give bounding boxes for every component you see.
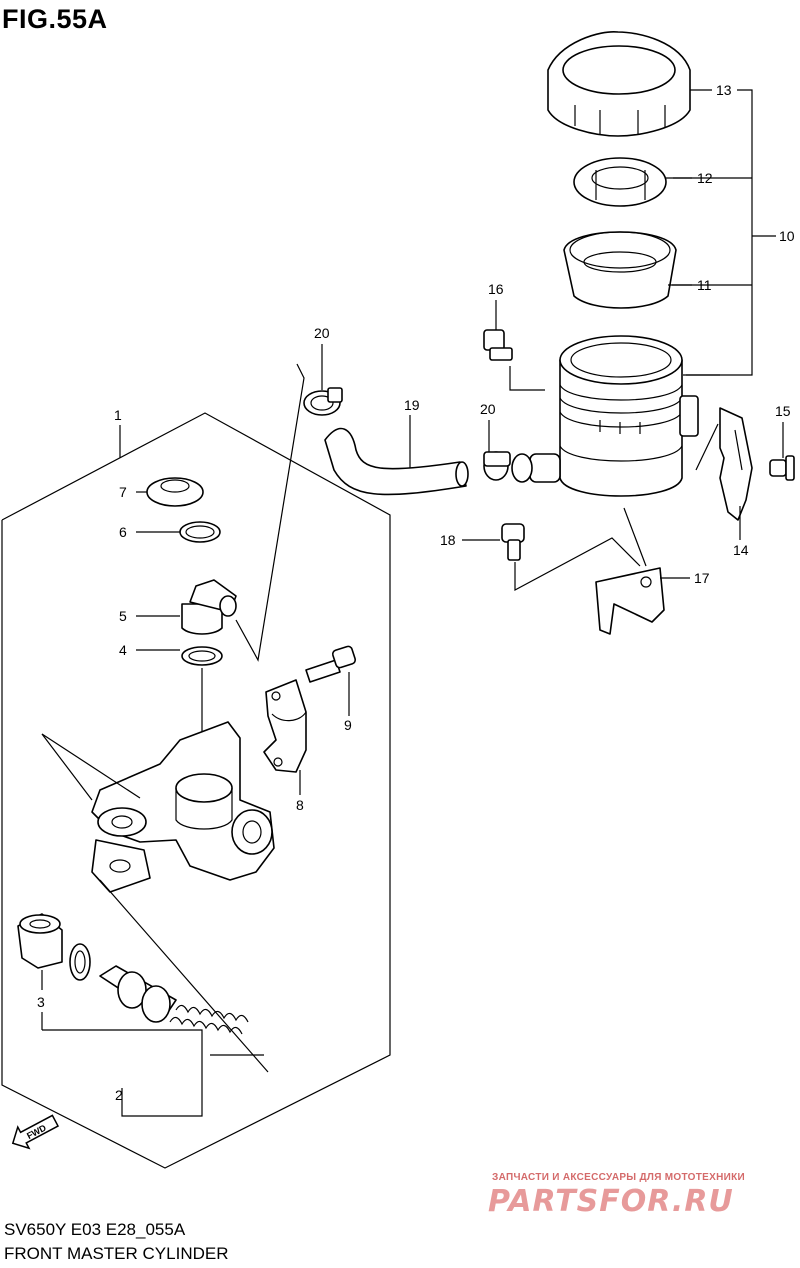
callout-numbers: 1 2 3 4 5 6 7 8 9 10 11 12 13 14 15 16 1… (37, 82, 795, 1103)
reservoir-screw (483, 300, 545, 391)
hose-clamp-lower (483, 420, 511, 481)
reservoir-group-bracket (672, 89, 776, 376)
callout-13: 13 (716, 82, 732, 98)
callout-8: 8 (296, 797, 304, 813)
section-title: FRONT MASTER CYLINDER (4, 1244, 229, 1263)
callout-7: 7 (119, 484, 127, 500)
reservoir-tank (511, 335, 720, 497)
assembly-outline (1, 412, 391, 1169)
reservoir-stay (595, 507, 690, 635)
callout-19: 19 (404, 397, 420, 413)
callout-14: 14 (733, 542, 749, 558)
callout-5: 5 (119, 608, 127, 624)
reservoir-plate (573, 157, 692, 207)
callout-15: 15 (775, 403, 791, 419)
stay-bolt (462, 523, 641, 592)
callout-2: 2 (115, 1087, 123, 1103)
callout-1: 1 (114, 407, 122, 423)
reservoir-hose (324, 415, 469, 496)
reservoir-cap (547, 31, 712, 137)
forward-direction-arrow: FWD (11, 1114, 60, 1150)
hose-connector (136, 579, 237, 635)
callout-6: 6 (119, 524, 127, 540)
callout-10: 10 (779, 228, 795, 244)
reservoir-diaphragm (563, 231, 692, 309)
piston-boot (17, 913, 63, 990)
hose-route-leader (235, 363, 305, 662)
callout-11: 11 (697, 277, 712, 293)
bracket-bolt (769, 422, 795, 481)
reservoir-bracket (695, 407, 753, 540)
master-cylinder-body (41, 721, 275, 893)
piston-circlip (41, 943, 91, 1030)
callout-9: 9 (344, 717, 352, 733)
boot-cap (136, 477, 204, 507)
callout-18: 18 (440, 532, 456, 548)
watermark-subtitle: ЗАПЧАСТИ И АКСЕССУАРЫ ДЛЯ МОТОТЕХНИКИ (492, 1172, 745, 1183)
figure-title: FIG.55A (2, 4, 108, 34)
master-cylinder-holder (263, 679, 307, 795)
callout-12: 12 (697, 170, 713, 186)
callout-20-upper: 20 (314, 325, 330, 341)
hose-joint-circlip (136, 521, 221, 543)
callout-17: 17 (694, 570, 710, 586)
holder-bolt (305, 645, 357, 716)
piston-set (42, 879, 269, 1117)
callout-3: 3 (37, 994, 45, 1010)
hose-clamp-upper (303, 344, 343, 416)
callout-4: 4 (119, 642, 127, 658)
callout-16: 16 (488, 281, 504, 297)
model-code: SV650Y E03 E28_055A (4, 1220, 186, 1239)
watermark-logo: PARTSFOR.RU (488, 1184, 734, 1219)
callout-20-lower: 20 (480, 401, 496, 417)
